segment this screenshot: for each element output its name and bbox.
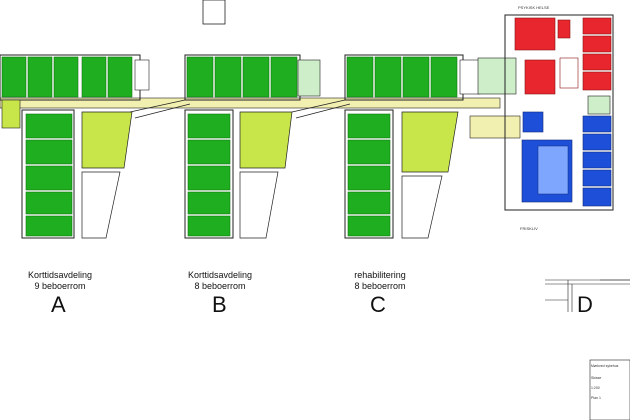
- bedroom: [186, 56, 214, 98]
- psych-label: PSYKISK HELSE: [518, 5, 550, 10]
- wing-a-plan: [0, 54, 150, 239]
- psych-room: [559, 57, 579, 89]
- bedroom: [347, 165, 391, 191]
- bedroom: [187, 165, 231, 191]
- link-line: [134, 103, 191, 119]
- bedroom: [187, 191, 231, 215]
- bedroom: [346, 56, 374, 98]
- friskliv-room: [522, 111, 544, 133]
- service-room: [587, 95, 611, 115]
- bedroom: [25, 139, 73, 165]
- wing-d-plan: [504, 14, 614, 211]
- psych-room: [582, 35, 612, 53]
- wing-d-letter: D: [577, 292, 593, 317]
- wing-a-caption: Korttidsavdeling 9 beboerrom: [20, 270, 100, 292]
- friskliv-room: [582, 133, 612, 151]
- bedroom: [270, 56, 298, 98]
- psych-room: [582, 71, 612, 91]
- bedroom: [402, 56, 430, 98]
- psych-room: [582, 53, 612, 71]
- bedroom: [27, 56, 53, 98]
- stair: [134, 59, 150, 91]
- wing-a-rooms: 9 beboerrom: [34, 281, 86, 291]
- top-stub: [202, 0, 226, 25]
- title-block-row: 1:200: [591, 386, 600, 390]
- wing-c-plan: [344, 54, 481, 239]
- bedroom: [25, 215, 73, 237]
- wing-a-letter: A: [51, 292, 66, 317]
- link-line: [291, 99, 346, 113]
- psych-room: [514, 17, 556, 51]
- bedroom: [347, 215, 391, 237]
- link-line: [295, 103, 351, 119]
- wing-b-letter: B: [212, 292, 227, 317]
- friskliv-room: [582, 151, 612, 169]
- title-block: [589, 359, 630, 420]
- title-block-row: Plan 1: [591, 396, 601, 400]
- service-room: [1, 99, 21, 129]
- wing-b-plan: [184, 54, 321, 239]
- friskliv-label: FRISKLIV: [520, 226, 538, 231]
- common-room: [81, 111, 133, 169]
- bedroom: [1, 56, 27, 98]
- friskliv-court: [537, 145, 569, 195]
- bedroom: [25, 113, 73, 139]
- link-corridor: [469, 115, 521, 139]
- wing-a-name: Korttidsavdeling: [27, 270, 93, 280]
- bedroom: [347, 113, 391, 139]
- main-corridor: [0, 97, 501, 109]
- wing-b-name: Korttidsavdeling: [187, 270, 253, 280]
- wing-d-outline: [545, 279, 630, 312]
- wing-c-caption: rehabilitering 8 beboerrom: [340, 270, 420, 292]
- bedroom: [374, 56, 402, 98]
- title-block-row: Skisse: [591, 376, 602, 380]
- terrace: [239, 171, 279, 239]
- wing-c-rooms: 8 beboerrom: [354, 281, 406, 291]
- psych-room: [524, 59, 556, 95]
- bedroom: [187, 139, 231, 165]
- wing-c-name: rehabilitering: [354, 270, 406, 280]
- common-room: [401, 111, 459, 173]
- bedroom: [187, 215, 231, 237]
- wing-b-rooms: 8 beboerrom: [194, 281, 246, 291]
- bedroom: [53, 56, 79, 98]
- common-room: [239, 111, 293, 169]
- bedroom: [187, 113, 231, 139]
- bedroom: [214, 56, 242, 98]
- friskliv-room: [582, 187, 612, 207]
- terrace: [81, 171, 121, 239]
- bedroom: [25, 165, 73, 191]
- bedroom: [347, 191, 391, 215]
- service-room: [477, 57, 517, 95]
- title-block-row: Mørkved sykehus: [591, 364, 619, 368]
- bedroom: [25, 191, 73, 215]
- wing-c-letter: C: [370, 292, 386, 317]
- bedroom: [107, 56, 133, 98]
- link-line: [129, 99, 186, 113]
- wing-b-caption: Korttidsavdeling 8 beboerrom: [180, 270, 260, 292]
- bedroom: [430, 56, 458, 98]
- bedroom: [347, 139, 391, 165]
- bedroom: [242, 56, 270, 98]
- terrace: [401, 175, 443, 239]
- friskliv-room: [582, 169, 612, 187]
- psych-room: [557, 19, 571, 39]
- service-room: [297, 59, 321, 97]
- psych-room: [582, 17, 612, 35]
- bedroom: [81, 56, 107, 98]
- friskliv-room: [582, 115, 612, 133]
- title-block-text: Mørkved sykehus Skisse 1:200 Plan 1: [590, 360, 630, 420]
- stair: [459, 59, 481, 95]
